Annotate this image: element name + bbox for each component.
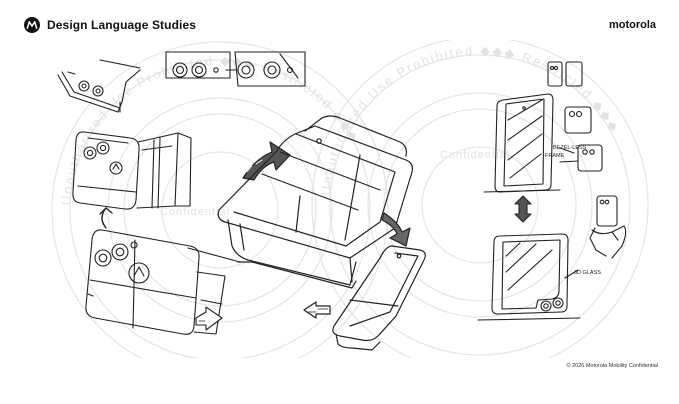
sketch-flip-phone-front-tall xyxy=(483,93,561,193)
svg-text:Unauthorized Use Prohibited ◆◆: Unauthorized Use Prohibited ◆◆◆ Restrict… xyxy=(318,43,622,196)
sketch-flip-phone-back xyxy=(85,229,241,335)
sketch-phone-corner-detail xyxy=(57,59,141,113)
svg-text:Unauthorized Use Prohibited ◆◆: Unauthorized Use Prohibited ◆◆◆ Restrict… xyxy=(58,53,362,206)
sketch-camera-lens-study xyxy=(165,51,306,87)
header-bar: Design Language Studies motorola xyxy=(0,0,679,44)
watermark-inner-text-right: Confidential xyxy=(440,149,510,161)
brand-wordmark: motorola xyxy=(608,19,656,31)
sketch-note-3d-glass: 3D GLASS xyxy=(574,270,601,276)
motorola-logo-icon xyxy=(24,17,40,33)
sketch-curved-arrow-left xyxy=(99,207,113,229)
sketch-thumbnail-stack xyxy=(547,61,603,172)
watermark-seal-right: Unauthorized Use Prohibited ◆◆◆ Restrict… xyxy=(311,36,649,374)
sketch-block-arrow-center xyxy=(303,301,331,319)
sketch-note-frame: FRAME xyxy=(545,153,565,159)
sketch-flip-phone-cover-screen xyxy=(477,233,581,321)
watermark-inner-text-left: Confidential xyxy=(160,206,230,218)
copyright-footer: © 2026 Motorola Mobility Confidential xyxy=(566,363,659,369)
sketch-phone-in-hand xyxy=(589,195,627,259)
sketch-rotate-arrow-right xyxy=(381,212,411,247)
watermark-outer-text-left: Unauthorized Use Prohibited ◆◆◆ Restrict… xyxy=(58,53,360,206)
page-title: Design Language Studies xyxy=(47,18,196,32)
sketch-canvas: Unauthorized Use Prohibited ◆◆◆ Restrict… xyxy=(0,36,679,379)
watermark-outer-text-right: Unauthorized Use Prohibited ◆◆◆ Restrict… xyxy=(318,43,620,196)
sketch-flip-phone-closed xyxy=(72,131,192,210)
sketch-flip-phone-open-main xyxy=(217,115,413,289)
sketch-block-arrow-left xyxy=(195,306,223,331)
sketch-flip-phone-tilted xyxy=(332,245,426,351)
sketch-double-arrow xyxy=(514,195,532,223)
sketch-note-bezel-less: BEZEL-LESS xyxy=(553,145,587,151)
